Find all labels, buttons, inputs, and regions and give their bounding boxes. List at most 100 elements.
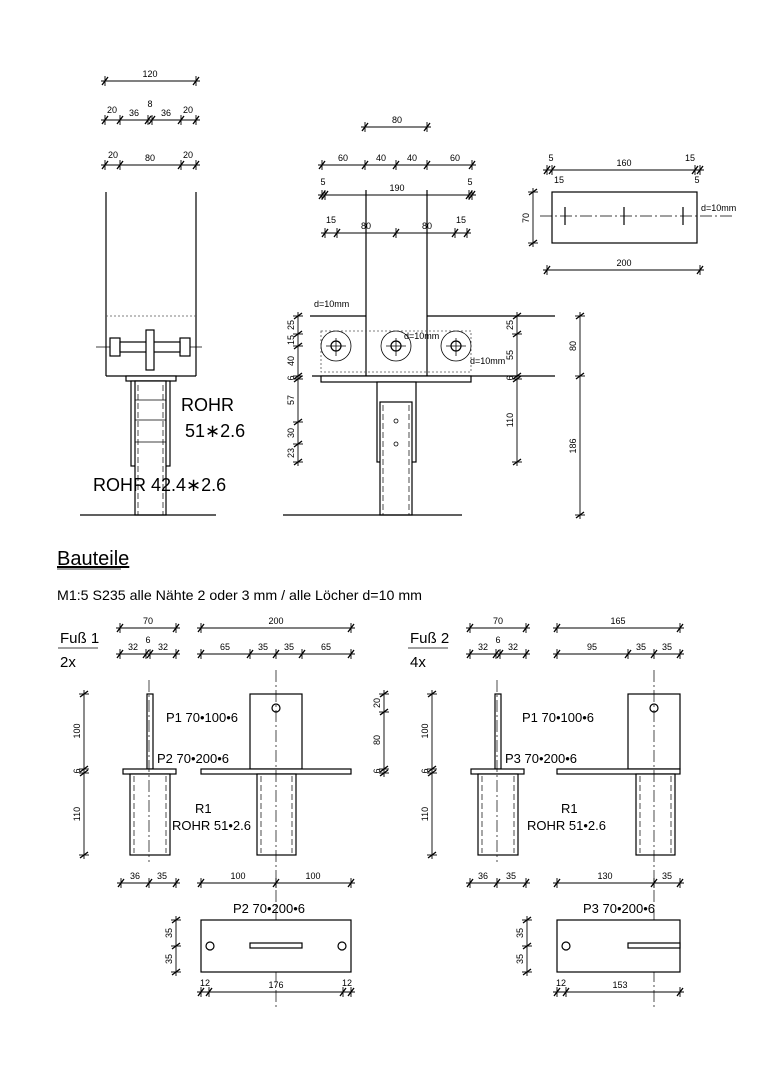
dimension-label: 80: [361, 221, 371, 231]
dimension-label: 15: [456, 215, 466, 225]
dimension-label: 120: [142, 69, 157, 79]
inner-pipe-label: ROHR 42.4∗2.6: [93, 475, 226, 495]
dimension-line: 100 6 110: [420, 690, 437, 859]
dimension-label: 15: [326, 215, 336, 225]
dimension-label: 153: [612, 980, 627, 990]
dimension-label: 30: [286, 428, 296, 438]
hole-diameter-label: d=10mm: [470, 356, 505, 366]
dimension-label: 6: [145, 635, 150, 645]
dimension-label: 6: [286, 375, 296, 380]
bolt-hole-right: [440, 330, 472, 362]
front-view-assembly: d=10mm d=10mm d=10mm: [283, 190, 555, 516]
dimension-label: 80: [372, 735, 382, 745]
dimension-label: 32: [128, 642, 138, 652]
dimension-label: 200: [616, 258, 631, 268]
dimension-label: 35: [636, 642, 646, 652]
dimension-label: 36: [161, 108, 171, 118]
dimension-label: 110: [505, 413, 515, 427]
dimension-label: 20: [108, 150, 118, 160]
dimension-label: 100: [420, 723, 430, 738]
part-fuss-2: Fuß 2 4x P1 70•100•6 P3 70•200•6 R1 ROHR…: [408, 630, 681, 1010]
dimension-label: 6: [420, 768, 430, 773]
dimension-label: 32: [478, 642, 488, 652]
part-quantity: 4x: [410, 654, 426, 671]
pipe-r1-label: R1: [195, 801, 212, 816]
dimension-label: 60: [338, 153, 348, 163]
dimension-label: 100: [72, 723, 82, 738]
dimension-label: 60: [450, 153, 460, 163]
dimension-label: 12: [342, 978, 352, 988]
dimension-label: 20: [107, 105, 117, 115]
dimension-line: 130 35: [553, 871, 684, 888]
section-heading: Bauteile: [57, 548, 129, 570]
dimension-label: 35: [515, 928, 525, 938]
dimension-label: 23: [286, 448, 296, 458]
dimension-label: 35: [515, 954, 525, 964]
dimension-label: 15: [554, 175, 564, 185]
pipe-size-label: 51∗2.6: [185, 421, 245, 441]
dimension-label: 130: [597, 871, 612, 881]
dimension-label: 5: [467, 177, 472, 187]
dimension-label: 15: [685, 153, 695, 163]
dimension-label: 5: [694, 175, 699, 185]
part-quantity: 2x: [60, 654, 76, 671]
dimension-label: 25: [286, 320, 296, 330]
dimension-label: 35: [662, 871, 672, 881]
pipe-size-label: ROHR 51•2.6: [172, 818, 251, 833]
dimension-label: 110: [420, 807, 430, 821]
dimension-label: 65: [321, 642, 331, 652]
dimension-line: 200: [543, 258, 704, 275]
dimension-line: 12 153: [553, 978, 684, 997]
dimension-label: 80: [422, 221, 432, 231]
plate-p1-label: P1 70•100•6: [166, 710, 238, 725]
bolt-hole-center: [380, 330, 412, 362]
dimension-label: 80: [145, 153, 155, 163]
dimension-label: 65: [220, 642, 230, 652]
bolt-hole-left: [320, 330, 352, 362]
dimension-label: 5: [320, 177, 325, 187]
dimension-label: 15: [286, 335, 296, 345]
dimension-label: 12: [556, 978, 566, 988]
dimension-label: 165: [610, 616, 625, 626]
dimension-line: 80: [361, 115, 431, 132]
dimension-line: 35 35: [164, 916, 181, 976]
part-fuss-1: Fuß 1 2x P1 70•100•6 P2 70•200•6 R1 ROHR…: [58, 630, 352, 1010]
dimension-label: 6: [72, 768, 82, 773]
dimension-label: 70: [521, 213, 531, 223]
dimension-label: 36: [130, 871, 140, 881]
plate-plan-view: d=10mm: [540, 191, 736, 244]
dimension-line: 70: [521, 188, 538, 247]
dimension-label: 32: [158, 642, 168, 652]
plan-label: P2 70•200•6: [233, 901, 305, 916]
dimension-label: 70: [493, 616, 503, 626]
plan-label: P3 70•200•6: [583, 901, 655, 916]
hole-diameter-label: d=10mm: [314, 299, 349, 309]
dimension-label: 35: [164, 928, 174, 938]
dimension-label: 5: [548, 153, 553, 163]
dimension-line: 165: [553, 616, 684, 633]
pipe-label: ROHR: [181, 395, 234, 415]
hole-diameter-label: d=10mm: [404, 331, 439, 341]
dimension-line: 15 80 80 15: [321, 215, 471, 238]
dimension-label: 40: [407, 153, 417, 163]
dimension-label: 35: [164, 954, 174, 964]
dimension-line: 70: [116, 616, 180, 633]
dimension-line: 70: [466, 616, 530, 633]
dimension-label: 190: [389, 183, 404, 193]
dimension-label: 110: [72, 807, 82, 821]
dimension-label: 35: [506, 871, 516, 881]
dimension-label: 25: [505, 320, 515, 330]
dimension-label: 100: [230, 871, 245, 881]
dimension-label: 35: [662, 642, 672, 652]
